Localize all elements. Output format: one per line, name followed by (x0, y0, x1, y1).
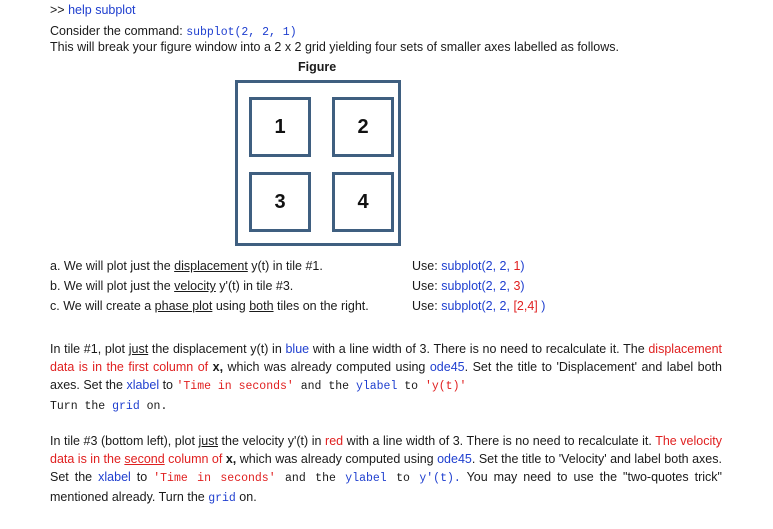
tile-1: 1 (249, 97, 311, 157)
break-description: This will break your figure window into … (50, 40, 620, 54)
consider-text: Consider the command: (50, 24, 187, 38)
tile1-instructions: In tile #1, plot just the displacement y… (50, 342, 723, 413)
step-a-use: Use: subplot(2, 2, 1) (412, 259, 525, 273)
step-a-text: a. We will plot just the displacement y(… (50, 259, 323, 273)
tile-3: 3 (249, 172, 311, 232)
figure-window-frame: 1 2 3 4 (235, 80, 401, 246)
step-c-use: Use: subplot(2, 2, [2,4] ) (412, 299, 546, 313)
prompt-symbol: >> (50, 3, 65, 17)
step-c-text: c. We will create a phase plot using bot… (50, 299, 369, 313)
step-b-text: b. We will plot just the velocity y'(t) … (50, 279, 294, 293)
help-command-text[interactable]: help subplot (68, 3, 136, 17)
step-b-use: Use: subplot(2, 2, 3) (412, 279, 525, 293)
tile-2: 2 (332, 97, 394, 157)
figure-title: Figure (298, 60, 337, 74)
help-command-line: >> help subplot (50, 3, 136, 18)
tile-4: 4 (332, 172, 394, 232)
tile3-instructions: In tile #3 (bottom left), plot just the … (50, 434, 722, 505)
subplot-command-code: subplot(2, 2, 1) (186, 26, 297, 39)
consider-line: Consider the command: subplot(2, 2, 1) (50, 24, 297, 40)
